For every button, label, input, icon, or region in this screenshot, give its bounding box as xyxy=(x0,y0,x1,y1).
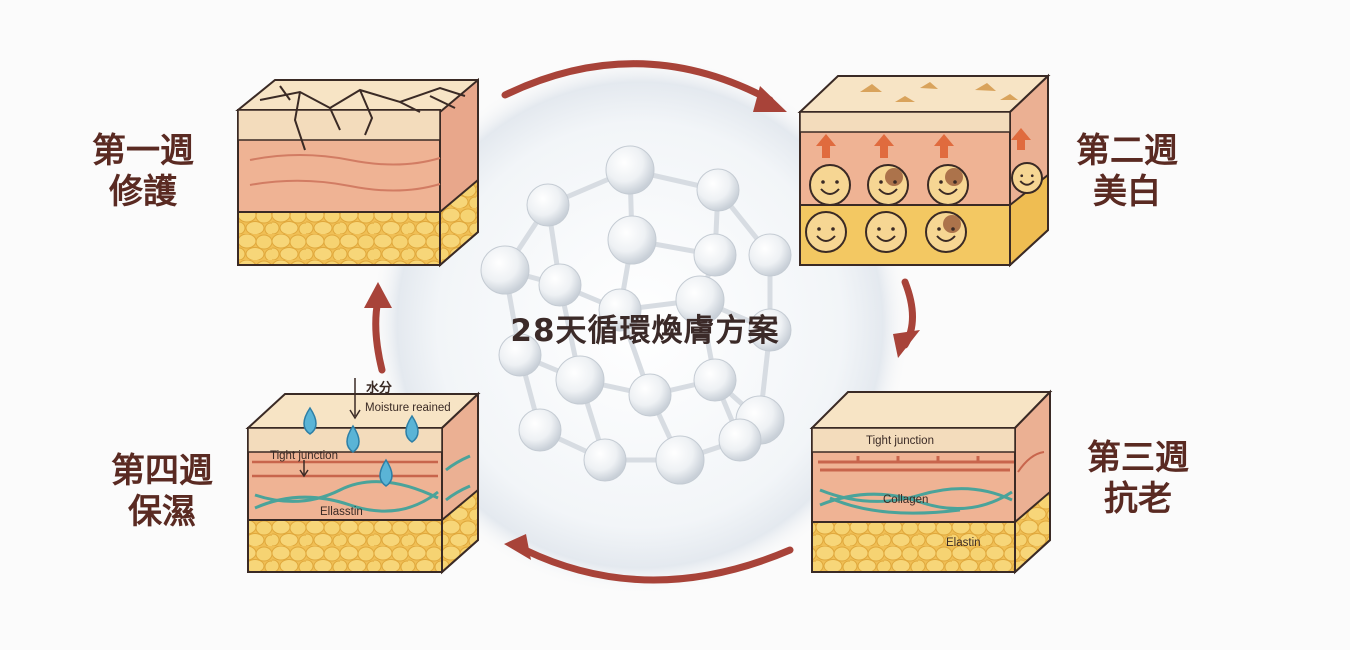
molecule-sphere xyxy=(526,183,570,227)
stage-focus-text: 抗老 xyxy=(1104,479,1172,519)
molecule-sphere xyxy=(693,358,737,402)
molecule-sphere xyxy=(748,308,792,352)
molecule-sphere xyxy=(693,233,737,277)
stage-label-week2: 第二週 美白 xyxy=(1057,131,1197,213)
molecule-sphere xyxy=(480,245,530,295)
molecule-sphere xyxy=(675,275,725,325)
molecule-sphere xyxy=(555,355,605,405)
week4-water-label: 水分 xyxy=(366,380,392,396)
stage-week-text: 第三週 xyxy=(1087,438,1189,478)
skin-block-week1 xyxy=(235,77,479,268)
diagram-title: 28天循環煥膚方案 xyxy=(510,313,780,349)
smiley-cell-icon xyxy=(805,211,847,253)
molecule-sphere xyxy=(518,408,562,452)
center-halo xyxy=(370,55,910,595)
skin-block-week4 xyxy=(245,378,481,575)
stage-label-week1: 第一週 修護 xyxy=(73,131,213,213)
smiley-cell-icon xyxy=(809,164,851,206)
molecule-sphere xyxy=(718,418,762,462)
stage-focus-text: 保濕 xyxy=(128,492,196,532)
stage-week-text: 第一週 xyxy=(92,131,194,171)
week4-elastin-label: Ellasstin xyxy=(320,506,363,518)
molecule-sphere xyxy=(607,215,657,265)
week4-moisture-label: Moisture reained xyxy=(365,402,451,414)
molecule-sphere xyxy=(696,168,740,212)
smiley-cell-icon xyxy=(867,164,909,206)
stage-focus-text: 修護 xyxy=(109,172,177,212)
top-flakes xyxy=(860,82,1018,102)
water-droplet-icon xyxy=(303,406,419,487)
skin-block-week2 xyxy=(797,73,1051,268)
crack-icon xyxy=(259,85,466,151)
week3-tight-junction-label: Tight junction xyxy=(866,435,934,447)
week3-elastin-label: Elastin xyxy=(946,537,981,549)
stage-focus-text: 美白 xyxy=(1093,172,1161,212)
molecule-sphere xyxy=(538,263,582,307)
stage-week-text: 第四週 xyxy=(111,451,213,491)
smiley-cell-icon xyxy=(925,211,967,253)
stage-week-text: 第二週 xyxy=(1076,131,1178,171)
molecule-sphere xyxy=(655,435,705,485)
smiley-cell-icon xyxy=(865,211,907,253)
week4-tight-junction-label: Tight junction xyxy=(270,450,338,462)
stage-label-week4: 第四週 保濕 xyxy=(92,451,232,533)
molecule-sphere xyxy=(748,233,792,277)
molecule-sphere-icon xyxy=(480,145,792,485)
skin-block-week3 xyxy=(809,389,1053,575)
molecule-sphere xyxy=(605,145,655,195)
up-arrow-icons xyxy=(816,128,1031,158)
smiley-cell-icon xyxy=(1011,162,1043,194)
week3-collagen-label: Collagen xyxy=(883,494,928,506)
smiley-cell-icons xyxy=(805,162,1043,253)
molecule-sphere xyxy=(498,333,542,377)
stage-label-week3: 第三週 抗老 xyxy=(1068,438,1208,520)
molecule-sphere xyxy=(628,373,672,417)
molecule-sphere xyxy=(583,438,627,482)
molecule-sphere xyxy=(598,288,642,332)
smiley-cell-icon xyxy=(927,164,969,206)
arrowheads xyxy=(364,86,920,560)
